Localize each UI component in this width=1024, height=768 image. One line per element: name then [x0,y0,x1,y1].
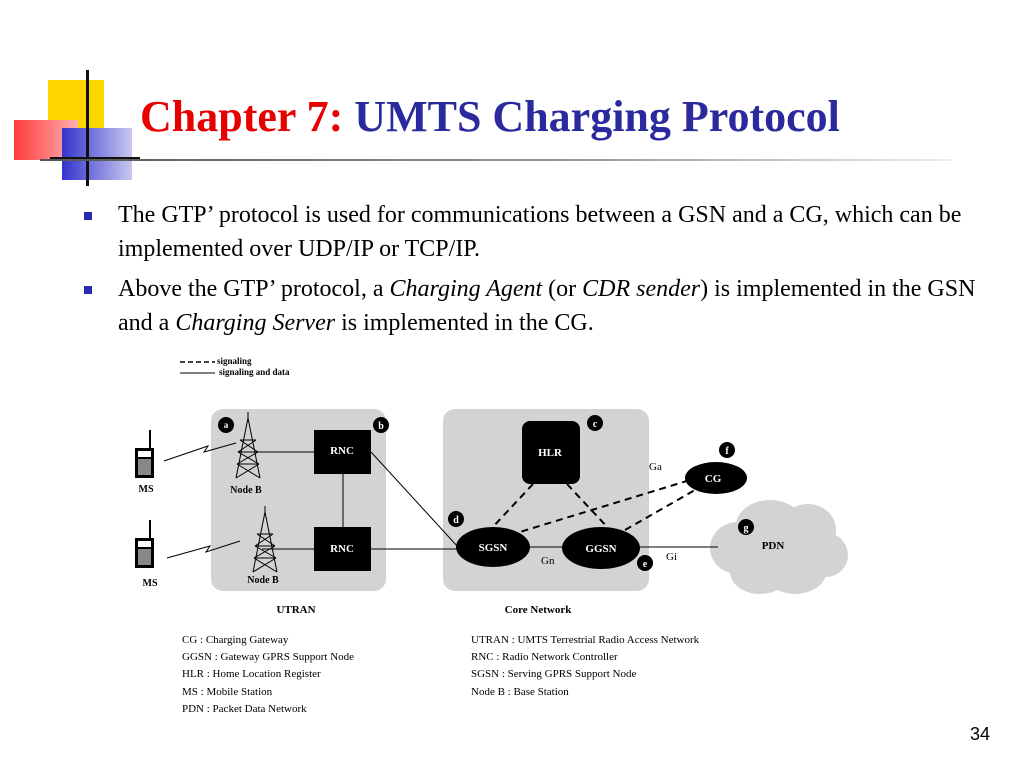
deco-horizontal-line [50,157,140,160]
radio-link-top-icon [163,442,237,462]
node-b-top-tower-icon [235,412,261,479]
link-ga-label: Ga [649,461,662,473]
marker-g: g [738,519,754,535]
bullet-emphasis: Charging Agent [389,276,543,302]
bullet-item: Above the GTP’ protocol, a Charging Agen… [78,272,998,340]
diagram-legend: signaling signaling and data [180,356,290,377]
bullet-square-icon [84,212,92,220]
node-b-bottom-tower-icon [252,506,278,573]
bullet-text: is implemented in the CG. [335,310,594,336]
cg-label: CG [705,473,722,485]
bullet-square-icon [84,286,92,294]
rnc-top-box [314,430,371,474]
marker-c-label: c [593,419,598,430]
sgsn-label: SGSN [479,542,508,554]
marker-c: c [587,415,603,431]
ms-bottom-label: MS [143,578,158,589]
core-network-region-label: Core Network [505,604,573,616]
bullet-item: The GTP’ protocol is used for communicat… [78,198,998,266]
definition-item: CG : Charging Gateway [182,634,289,646]
bullet-text: The GTP’ protocol is used for communicat… [118,202,962,262]
pdn-label: PDN [762,540,785,552]
ms-top-phone-icon [135,430,154,478]
slide-title: Chapter 7: UMTS Charging Protocol [140,90,840,144]
marker-g-label: g [744,523,749,534]
deco-vertical-line [86,70,89,186]
ms-top-label: MS [139,484,154,495]
link-gi-label: Gi [666,551,677,563]
marker-a: a [218,417,234,433]
rnc-top-label: RNC [330,445,354,457]
definition-item: SGSN : Serving GPRS Support Node [471,668,637,680]
title-chapter: Chapter 7: [140,92,344,141]
cg-node [685,462,747,494]
marker-b: b [373,417,389,433]
definition-item: UTRAN : UMTS Terrestrial Radio Access Ne… [471,634,700,646]
node-b-bottom-label: Node B [247,575,279,586]
node-b-top-label: Node B [230,485,262,496]
marker-b-label: b [378,421,384,432]
title-divider [40,159,952,161]
definition-item: GGSN : Gateway GPRS Support Node [182,651,355,663]
definition-item: HLR : Home Location Register [182,668,321,680]
deco-blue-square [62,128,132,180]
marker-f-label: f [725,446,729,457]
definition-item: PDN : Packet Data Network [182,703,307,715]
definition-item: Node B : Base Station [471,686,569,698]
hlr-box [522,421,580,484]
ggsn-node [562,527,640,569]
bullet-text: Above the GTP’ protocol, a [118,276,390,302]
utran-region-label: UTRAN [276,604,315,616]
marker-f: f [719,442,735,458]
marker-d: d [448,511,464,527]
hlr-label: HLR [538,447,563,459]
rnc-bottom-box [314,527,371,571]
sgsn-node [456,527,530,567]
definition-item: MS : Mobile Station [182,686,273,698]
marker-a-label: a [224,420,229,430]
bullet-list: The GTP’ protocol is used for communicat… [78,198,998,346]
bullet-emphasis: CDR sender [582,276,701,302]
title-main: UMTS Charging Protocol [354,92,840,141]
legend-signaling-and-data: signaling and data [219,367,290,377]
definition-item: RNC : Radio Network Controller [471,651,618,663]
bullet-emphasis: Charging Server [175,310,336,336]
ms-bottom-phone-icon [135,520,154,568]
radio-link-bottom-icon [166,540,241,559]
marker-e-label: e [643,559,648,570]
pdn-cloud [710,500,848,594]
page-number: 34 [969,724,990,744]
rnc-bottom-label: RNC [330,543,354,555]
marker-e: e [637,555,653,571]
legend-signaling: signaling [217,356,252,366]
marker-d-label: d [453,515,459,526]
ggsn-label: GGSN [585,543,616,555]
bullet-text: (or [542,276,583,302]
link-gn-label: Gn [541,555,555,567]
bullet-text: ) is implemented in the GSN and a [118,276,976,336]
